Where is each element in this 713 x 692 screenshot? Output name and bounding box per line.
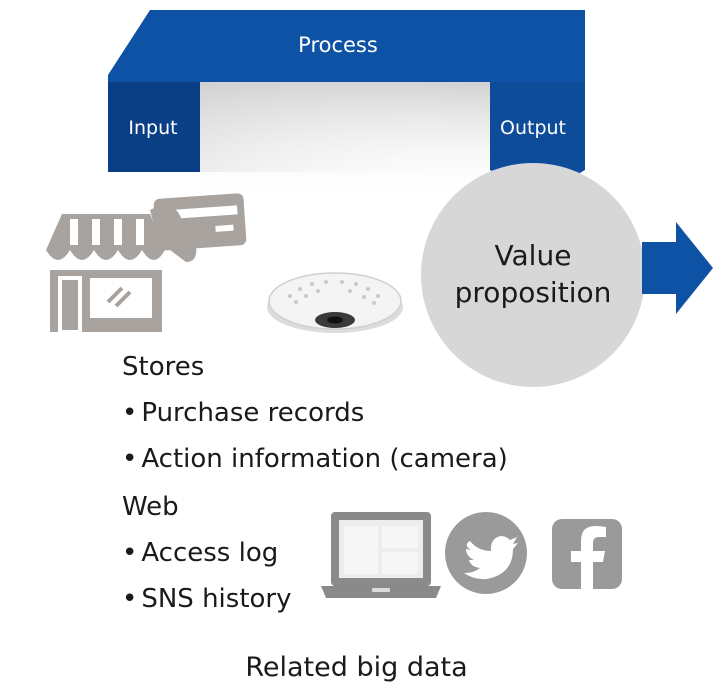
store-with-card-icon xyxy=(46,193,247,332)
value-label-line1: Value xyxy=(495,239,572,272)
dome-camera-icon xyxy=(267,272,403,333)
list-item: Action information (camera) xyxy=(122,444,507,474)
output-label: Output xyxy=(500,117,566,139)
list-item: Access log xyxy=(122,538,278,568)
stores-heading: Stores xyxy=(122,352,205,382)
output-block xyxy=(490,82,585,170)
input-label: Input xyxy=(128,117,177,139)
laptop-icon xyxy=(321,512,441,598)
twitter-icon xyxy=(445,512,527,594)
list-item: SNS history xyxy=(122,584,291,614)
input-block xyxy=(108,82,200,172)
facebook-icon xyxy=(552,519,622,589)
value-label-line2: proposition xyxy=(455,276,612,309)
process-shadow-h xyxy=(200,82,490,172)
value-proposition-circle xyxy=(421,163,645,387)
process-label: Process xyxy=(298,33,378,57)
arrow-right-icon xyxy=(642,222,713,314)
web-heading: Web xyxy=(122,492,179,522)
caption: Related big data xyxy=(245,652,468,683)
list-item: Purchase records xyxy=(122,398,364,428)
process-band xyxy=(108,10,585,198)
